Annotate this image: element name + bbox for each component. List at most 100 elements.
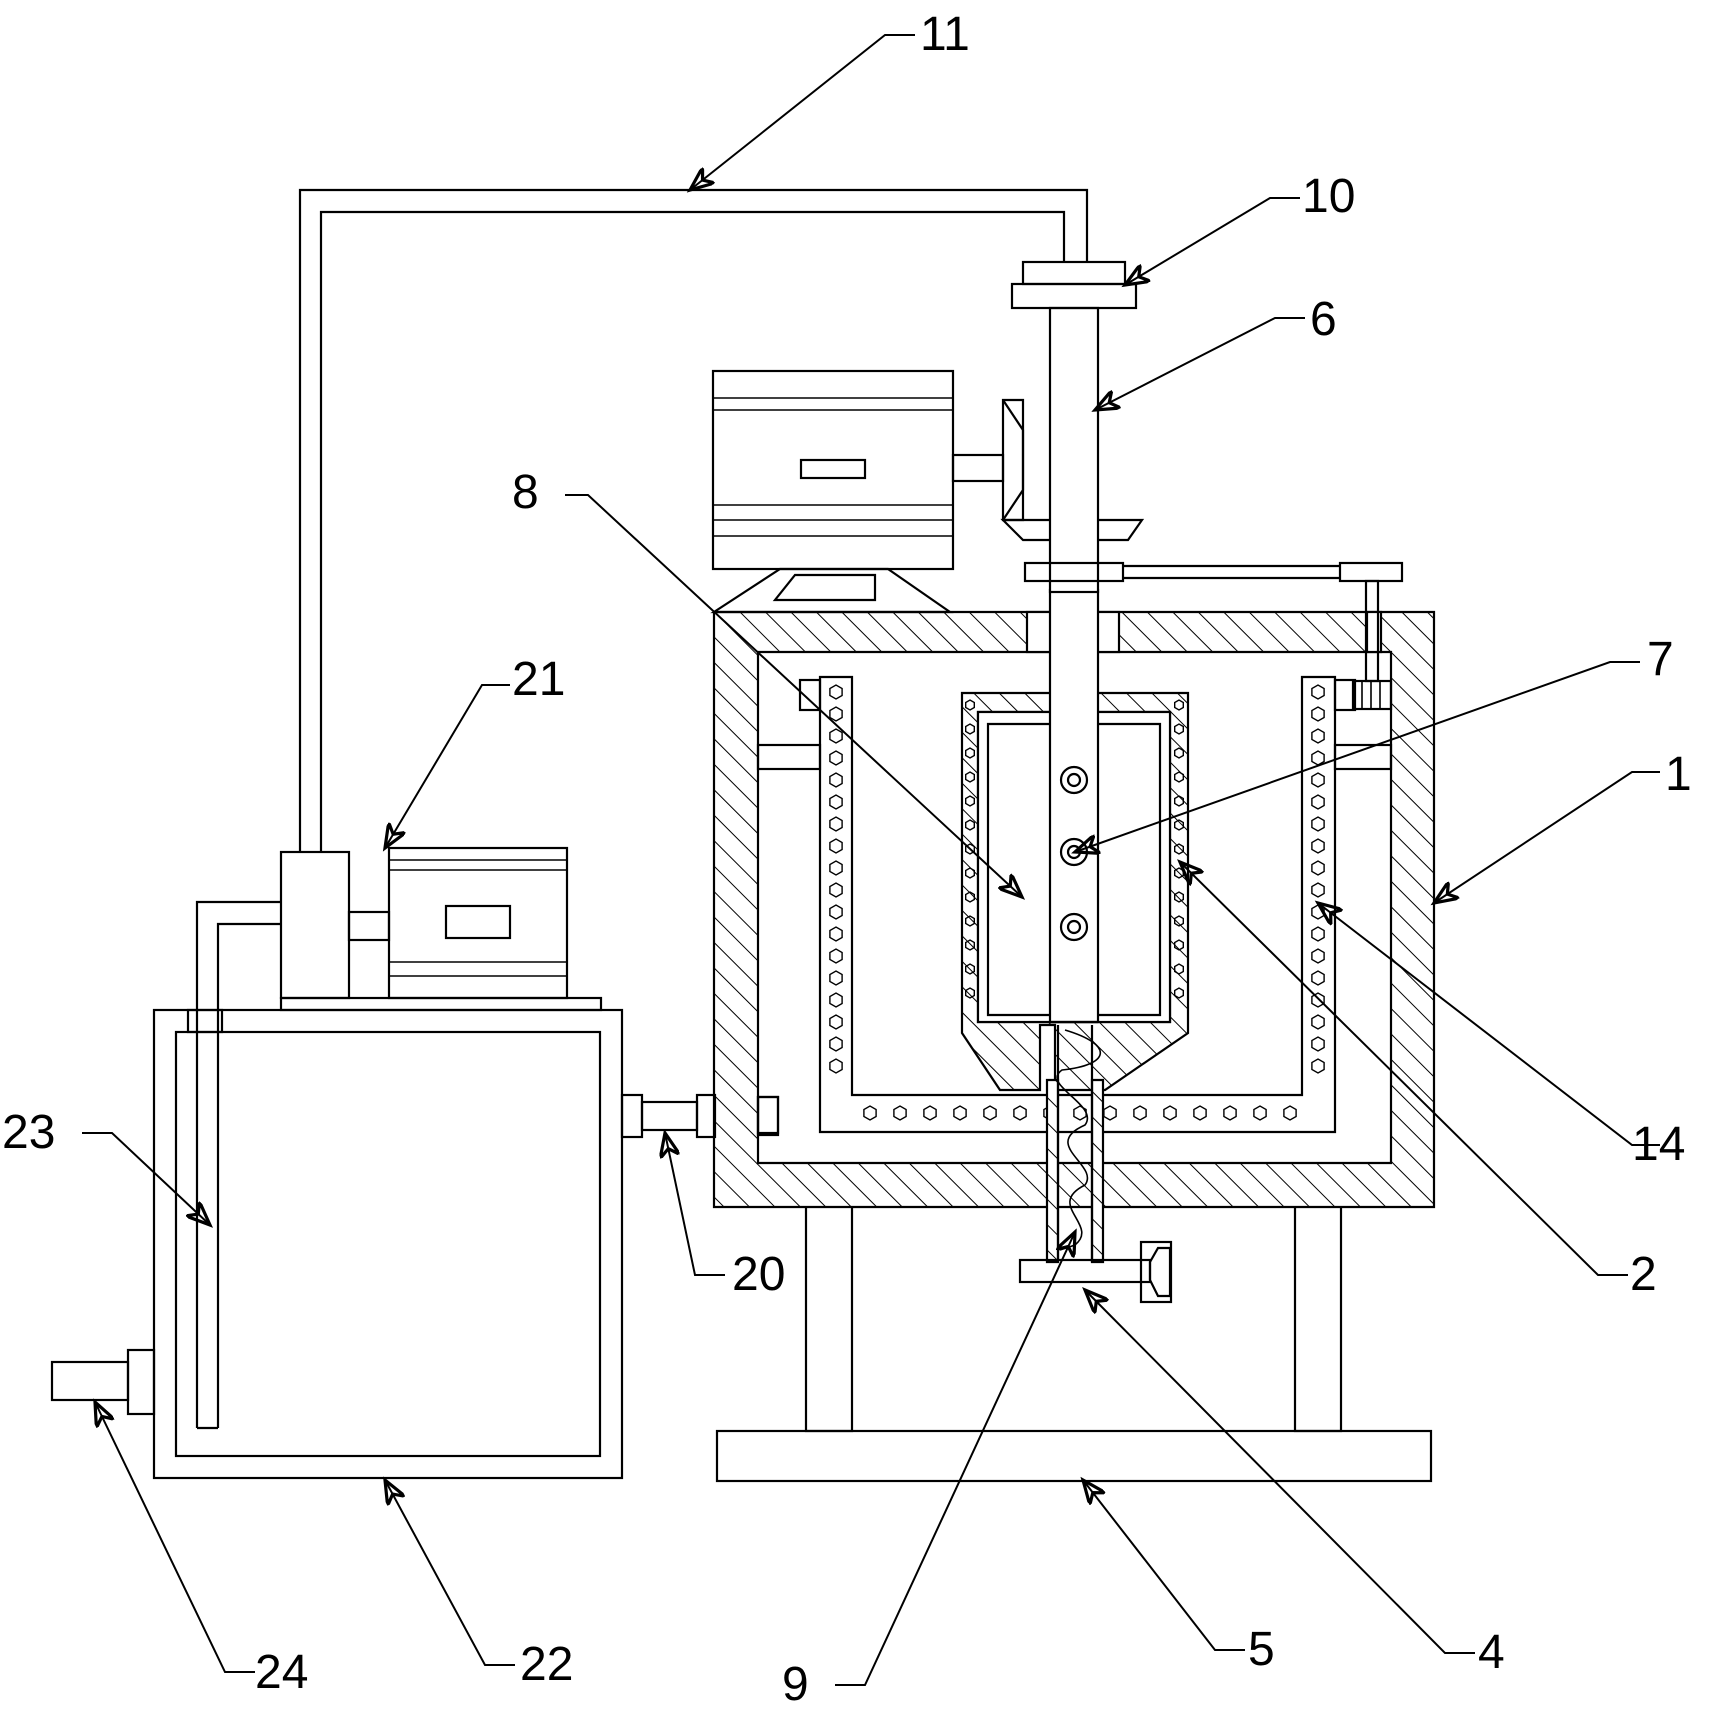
hex-cell xyxy=(1173,843,1185,855)
label-22: 22 xyxy=(520,1638,573,1691)
hex-cell xyxy=(965,723,975,735)
hex-cell xyxy=(829,948,843,964)
hex-cell xyxy=(965,987,975,999)
hex-cell xyxy=(965,747,975,759)
label-21: 21 xyxy=(512,653,565,706)
hex-cell xyxy=(965,963,975,975)
hex-cell xyxy=(1173,891,1185,903)
hex-cell xyxy=(1173,771,1185,783)
hex-cell xyxy=(829,816,843,832)
hex-cell xyxy=(965,699,975,711)
hex-cell xyxy=(829,706,843,722)
hex-cell xyxy=(965,915,975,927)
hex-cell xyxy=(1311,970,1325,986)
hex-cell xyxy=(829,794,843,810)
hex-cell xyxy=(829,684,843,700)
hex-cell xyxy=(829,992,843,1008)
hex-cell xyxy=(1073,1105,1087,1121)
label-11: 11 xyxy=(920,8,970,61)
hex-cell xyxy=(829,772,843,788)
hex-cell xyxy=(1311,838,1325,854)
hex-cell xyxy=(923,1105,937,1121)
label-20: 20 xyxy=(732,1248,785,1301)
label-24: 24 xyxy=(255,1646,308,1699)
hex-cell xyxy=(1311,794,1325,810)
label-5: 5 xyxy=(1248,1623,1275,1676)
hex-cell xyxy=(1311,684,1325,700)
heating-jacket xyxy=(756,675,1393,1135)
hex-cell xyxy=(1173,819,1185,831)
hex-cell xyxy=(965,843,975,855)
hex-cell xyxy=(1253,1105,1267,1121)
callout-labels: 11 10 6 8 7 1 14 2 4 5 9 21 23 20 22 24 xyxy=(2,8,1692,1710)
hex-cell xyxy=(1223,1105,1237,1121)
hex-cell xyxy=(1173,747,1185,759)
hex-cell xyxy=(1311,1036,1325,1052)
central-shaft xyxy=(1048,588,1100,1024)
hex-cell xyxy=(1311,992,1325,1008)
hex-cell xyxy=(1311,860,1325,876)
hex-cell xyxy=(863,1105,877,1121)
hex-cell xyxy=(983,1105,997,1121)
hex-cell xyxy=(953,1105,967,1121)
hex-cell xyxy=(1173,723,1185,735)
support-legs xyxy=(804,1203,1343,1433)
label-9: 9 xyxy=(782,1658,809,1710)
hex-cell xyxy=(1173,795,1185,807)
hex-cell xyxy=(1103,1105,1117,1121)
base-plate xyxy=(715,1429,1433,1483)
hex-cell xyxy=(1173,939,1185,951)
hex-cell xyxy=(1311,772,1325,788)
hex-cell xyxy=(1311,1014,1325,1030)
label-10: 10 xyxy=(1302,170,1355,223)
hex-pattern-bottom xyxy=(863,1105,1297,1121)
discharge-pipe xyxy=(1045,1025,1105,1264)
hex-cell xyxy=(829,1014,843,1030)
belt-drive xyxy=(1023,561,1404,711)
label-23: 23 xyxy=(2,1106,55,1159)
hex-cell xyxy=(829,838,843,854)
label-1: 1 xyxy=(1665,748,1692,801)
hex-cell xyxy=(1193,1105,1207,1121)
hex-cell xyxy=(829,750,843,766)
feed-pipe xyxy=(1048,306,1100,594)
hex-cell xyxy=(1311,1058,1325,1074)
hex-cell xyxy=(965,795,975,807)
hex-cell xyxy=(893,1105,907,1121)
hex-cell xyxy=(829,1036,843,1052)
hex-pattern-right xyxy=(1311,684,1325,1074)
hex-cell xyxy=(1173,963,1185,975)
label-2: 2 xyxy=(1630,1248,1657,1301)
hex-cell xyxy=(1311,706,1325,722)
hex-cell xyxy=(965,867,975,879)
flange xyxy=(1010,260,1138,310)
hex-cell xyxy=(1133,1105,1147,1121)
hex-cell xyxy=(1311,948,1325,964)
label-6: 6 xyxy=(1310,293,1337,346)
hex-cell xyxy=(965,771,975,783)
hex-cell xyxy=(829,860,843,876)
label-14: 14 xyxy=(1632,1118,1685,1171)
hex-cell xyxy=(829,728,843,744)
hex-cell xyxy=(1311,750,1325,766)
label-4: 4 xyxy=(1478,1626,1505,1679)
hex-cell xyxy=(829,882,843,898)
hex-cell xyxy=(1311,926,1325,942)
hex-cell xyxy=(965,939,975,951)
pump xyxy=(279,846,603,1012)
hex-cell xyxy=(829,926,843,942)
hex-cell xyxy=(829,1058,843,1074)
hex-cell xyxy=(1173,915,1185,927)
hex-cell xyxy=(1173,699,1185,711)
hex-cell xyxy=(1311,816,1325,832)
hex-cell xyxy=(1311,728,1325,744)
label-8: 8 xyxy=(512,466,539,519)
leader-lines xyxy=(82,34,1660,1686)
hex-cell xyxy=(965,891,975,903)
drain-outlet xyxy=(50,1348,156,1416)
hex-pattern-left xyxy=(829,684,843,1074)
hex-cell xyxy=(1173,987,1185,999)
hex-cell xyxy=(965,819,975,831)
